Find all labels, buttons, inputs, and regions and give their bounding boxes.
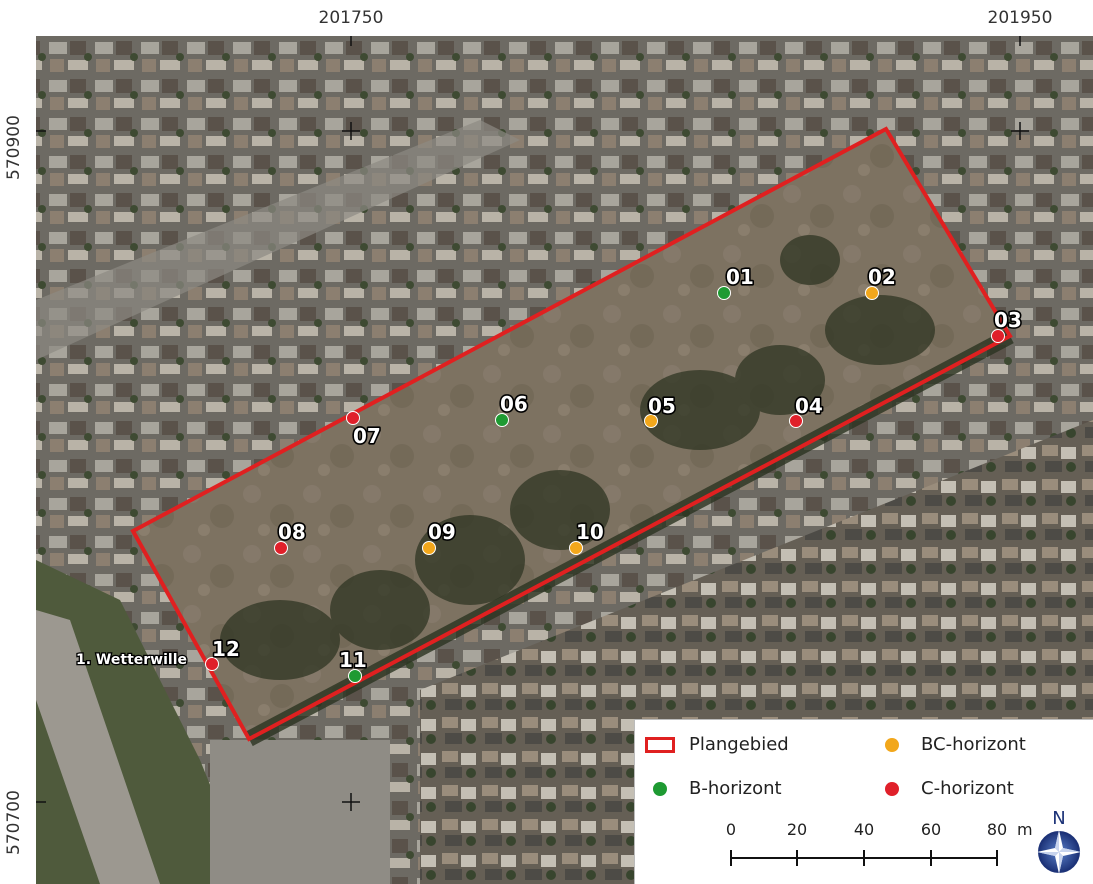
grid-crosses xyxy=(36,36,1029,811)
sample-point-label-07: 07 xyxy=(353,424,381,448)
sample-point-09[interactable] xyxy=(422,541,436,555)
green-dot-icon xyxy=(653,781,667,796)
scale-label-80: 80 xyxy=(986,820,1008,839)
street-label: 1. Wetterwille xyxy=(76,652,187,668)
sample-point-01[interactable] xyxy=(717,286,731,300)
legend-label-plangebied: Plangebied xyxy=(689,734,789,755)
sample-point-label-04: 04 xyxy=(795,394,823,418)
sample-point-11[interactable] xyxy=(348,669,362,683)
scale-unit: m xyxy=(1017,820,1033,839)
coord-y-570900: 570900 xyxy=(4,115,24,180)
sample-point-12[interactable] xyxy=(205,657,219,671)
red-dot-icon xyxy=(885,781,899,796)
sample-point-08[interactable] xyxy=(274,541,288,555)
sample-point-04[interactable] xyxy=(789,414,803,428)
legend-label-bc-horizont: BC-horizont xyxy=(921,734,1026,755)
legend-label-c-horizont: C-horizont xyxy=(921,778,1014,799)
legend-item-plangebied: Plangebied xyxy=(645,734,789,755)
sample-point-label-08: 08 xyxy=(278,520,306,544)
coord-y-570700: 570700 xyxy=(4,790,24,855)
sample-point-label-12: 12 xyxy=(212,637,240,661)
legend-item-bc-horizont: BC-horizont xyxy=(885,734,1026,755)
sample-point-10[interactable] xyxy=(569,541,583,555)
sample-points-layer: 01 02 03 04 05 06 07 08 09 10 11 12 xyxy=(205,263,1023,683)
sample-point-label-01: 01 xyxy=(726,265,754,289)
sample-point-07[interactable] xyxy=(346,411,360,425)
sample-point-label-03: 03 xyxy=(994,308,1022,332)
scale-label-60: 60 xyxy=(920,820,942,839)
sample-point-02[interactable] xyxy=(865,286,879,300)
orange-dot-icon xyxy=(885,737,899,752)
plangebied-swatch-icon xyxy=(645,736,675,753)
scale-label-40: 40 xyxy=(853,820,875,839)
sample-point-05[interactable] xyxy=(644,414,658,428)
north-arrow-letter: N xyxy=(1052,808,1066,829)
coord-x-201950: 201950 xyxy=(987,8,1053,28)
compass-rose-icon xyxy=(1037,830,1081,874)
sample-point-label-06: 06 xyxy=(500,392,528,416)
legend: Plangebied B-horizont BC-horizont C-hori… xyxy=(634,719,1093,884)
sample-point-label-10: 10 xyxy=(576,520,604,544)
coord-x-201750: 201750 xyxy=(318,8,384,28)
sample-point-label-02: 02 xyxy=(868,265,896,289)
legend-item-c-horizont: C-horizont xyxy=(885,778,1014,799)
legend-item-b-horizont: B-horizont xyxy=(653,778,782,799)
legend-label-b-horizont: B-horizont xyxy=(689,778,782,799)
scale-label-20: 20 xyxy=(786,820,808,839)
sample-point-label-05: 05 xyxy=(648,394,676,418)
scale-bar xyxy=(730,850,998,866)
sample-point-06[interactable] xyxy=(495,413,509,427)
sample-point-label-09: 09 xyxy=(428,520,456,544)
sample-point-label-11: 11 xyxy=(339,648,367,672)
scale-label-0: 0 xyxy=(725,820,737,839)
sample-point-03[interactable] xyxy=(991,329,1005,343)
